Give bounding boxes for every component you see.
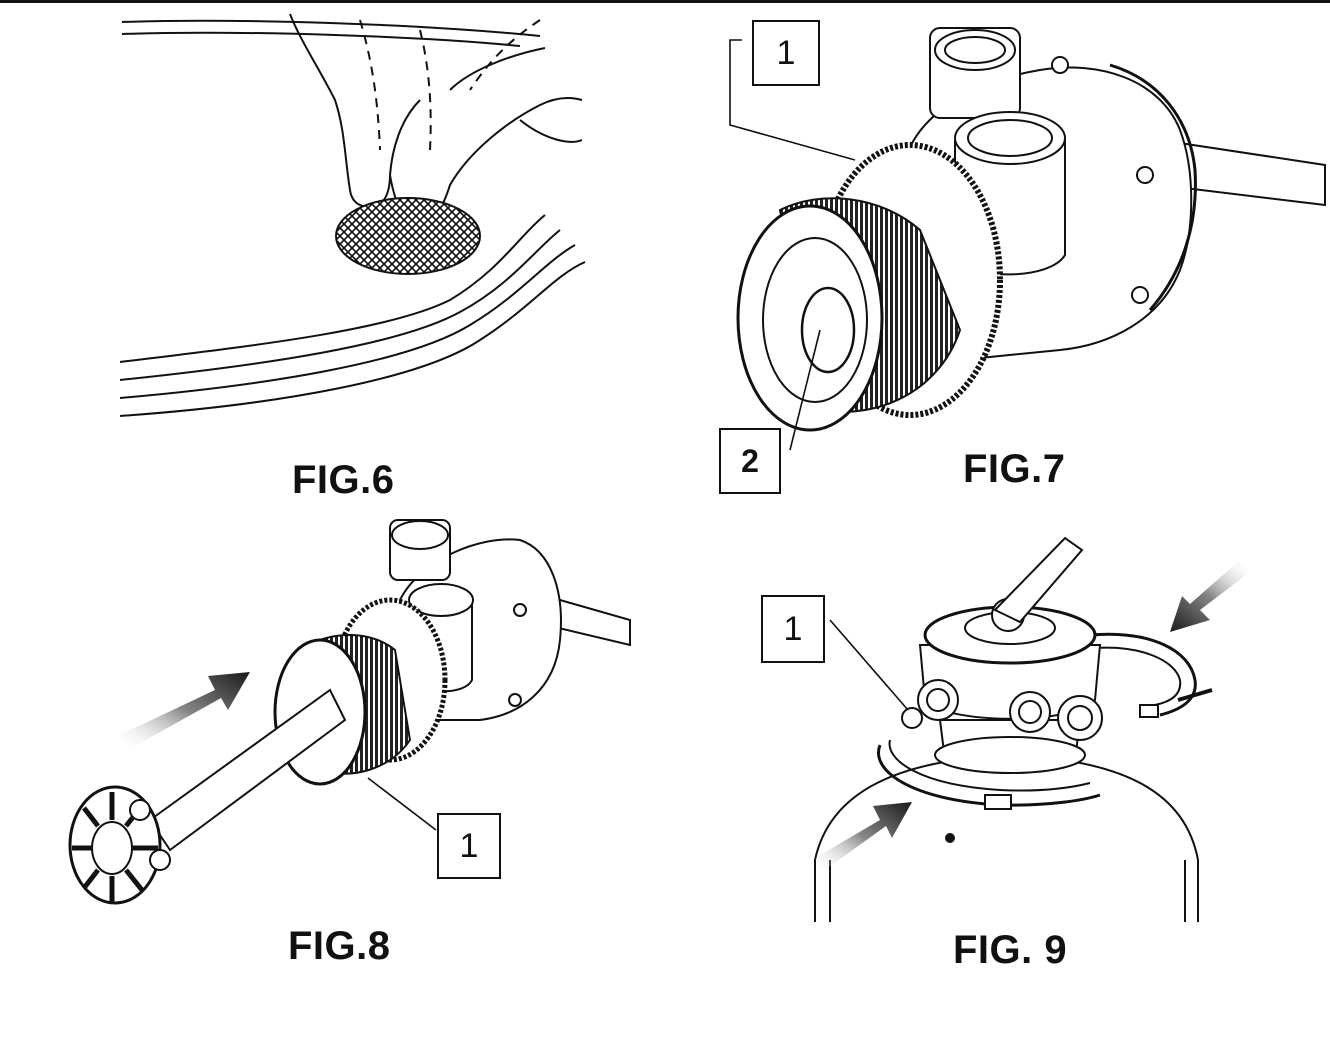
fig7-port-back-inner [944, 36, 1006, 64]
fig9-clamp-front-inner [888, 739, 1091, 792]
fig8-illustration [68, 519, 631, 905]
fig8-bolt-2 [508, 693, 522, 707]
fig6-back-line [519, 119, 583, 143]
fig8-port-back-opening [391, 520, 449, 550]
fig7-cylinder-bore [800, 286, 856, 374]
fig8-callout-1: 1 [437, 813, 501, 879]
fig8-port-front-opening [408, 583, 474, 617]
fig7-callout-1: 1 [752, 20, 820, 86]
fig9-caption: FIG. 9 [953, 928, 1068, 972]
fig9-port-left-inner [926, 688, 950, 712]
fig6-rim-line-2 [121, 31, 521, 47]
fig7-leader-2 [789, 329, 821, 451]
fig8-insert-arrow [120, 672, 250, 750]
fig7-port-front-inner [967, 119, 1053, 157]
fig9-gauge [901, 707, 923, 729]
fig7-body-flange [1109, 63, 1197, 311]
fig8-caption: FIG.8 [288, 924, 391, 968]
fig8-hub-port-1 [129, 799, 151, 821]
fig9-port-mid-inner [1018, 700, 1042, 724]
fig6-hand-dash-2 [419, 29, 432, 151]
fig6-hand-dash-3 [469, 19, 541, 91]
fig6-illustration [119, 13, 586, 417]
fig7-bolt-3 [1051, 56, 1069, 74]
fig9-arrow-upper-right [1170, 560, 1250, 632]
fig7-bolt-1 [1136, 166, 1154, 184]
fig9-port-left [917, 679, 959, 721]
fig9-valve-handle [993, 536, 1084, 624]
fig8-bolt-1 [513, 603, 527, 617]
fig6-caption: FIG.6 [292, 458, 395, 502]
fig9-clamp-back-inner [1094, 646, 1182, 706]
fig6-knuckle-line [389, 99, 421, 176]
fig9-tank [814, 753, 1199, 922]
fig9-clamp-back-latch [1139, 704, 1159, 718]
fig9-port-right [1057, 695, 1103, 741]
fig9-clamp-back [1089, 632, 1197, 717]
fig6-basket-rim-2 [119, 229, 561, 381]
fig6-rim-line-1 [121, 19, 541, 37]
fig9-arrow-lower-left [815, 802, 912, 872]
fig6-basket-rim-4 [119, 261, 586, 417]
fig7-caption: FIG.7 [963, 447, 1066, 491]
fig7-illustration [729, 27, 1326, 451]
fig6-debris-clump [335, 197, 481, 275]
fig6-basket-rim-3 [119, 244, 576, 399]
fig6-basket-rim-1 [119, 214, 546, 363]
fig7-callout-2: 2 [719, 428, 781, 494]
fig8-hub-port-2 [149, 849, 171, 871]
fig8-hub-center [91, 821, 133, 875]
fig9-clamp-latch [984, 794, 1012, 810]
fig8-lateral-tube [148, 688, 347, 852]
fig6-hand-outline [289, 13, 583, 224]
fig8-leader-1 [367, 777, 437, 831]
top-rule [0, 0, 1330, 3]
fig7-cylinder-face-ring [762, 237, 868, 403]
fig9-port-right-inner [1067, 705, 1093, 731]
fig9-port-mid [1009, 691, 1051, 733]
fig9-valve-base [934, 736, 1086, 774]
fig7-bolt-2 [1131, 286, 1149, 304]
fig9-illustration [814, 536, 1250, 922]
fig7-leader-1 [729, 39, 856, 161]
fig9-bolt [1177, 688, 1213, 702]
fig6-cuff-line [449, 47, 546, 91]
fig9-callout-1: 1 [761, 595, 825, 663]
fig6-hand-dash-1 [359, 19, 381, 151]
fig9-leader-1 [829, 619, 909, 711]
fig9-tank-dot [945, 833, 955, 843]
